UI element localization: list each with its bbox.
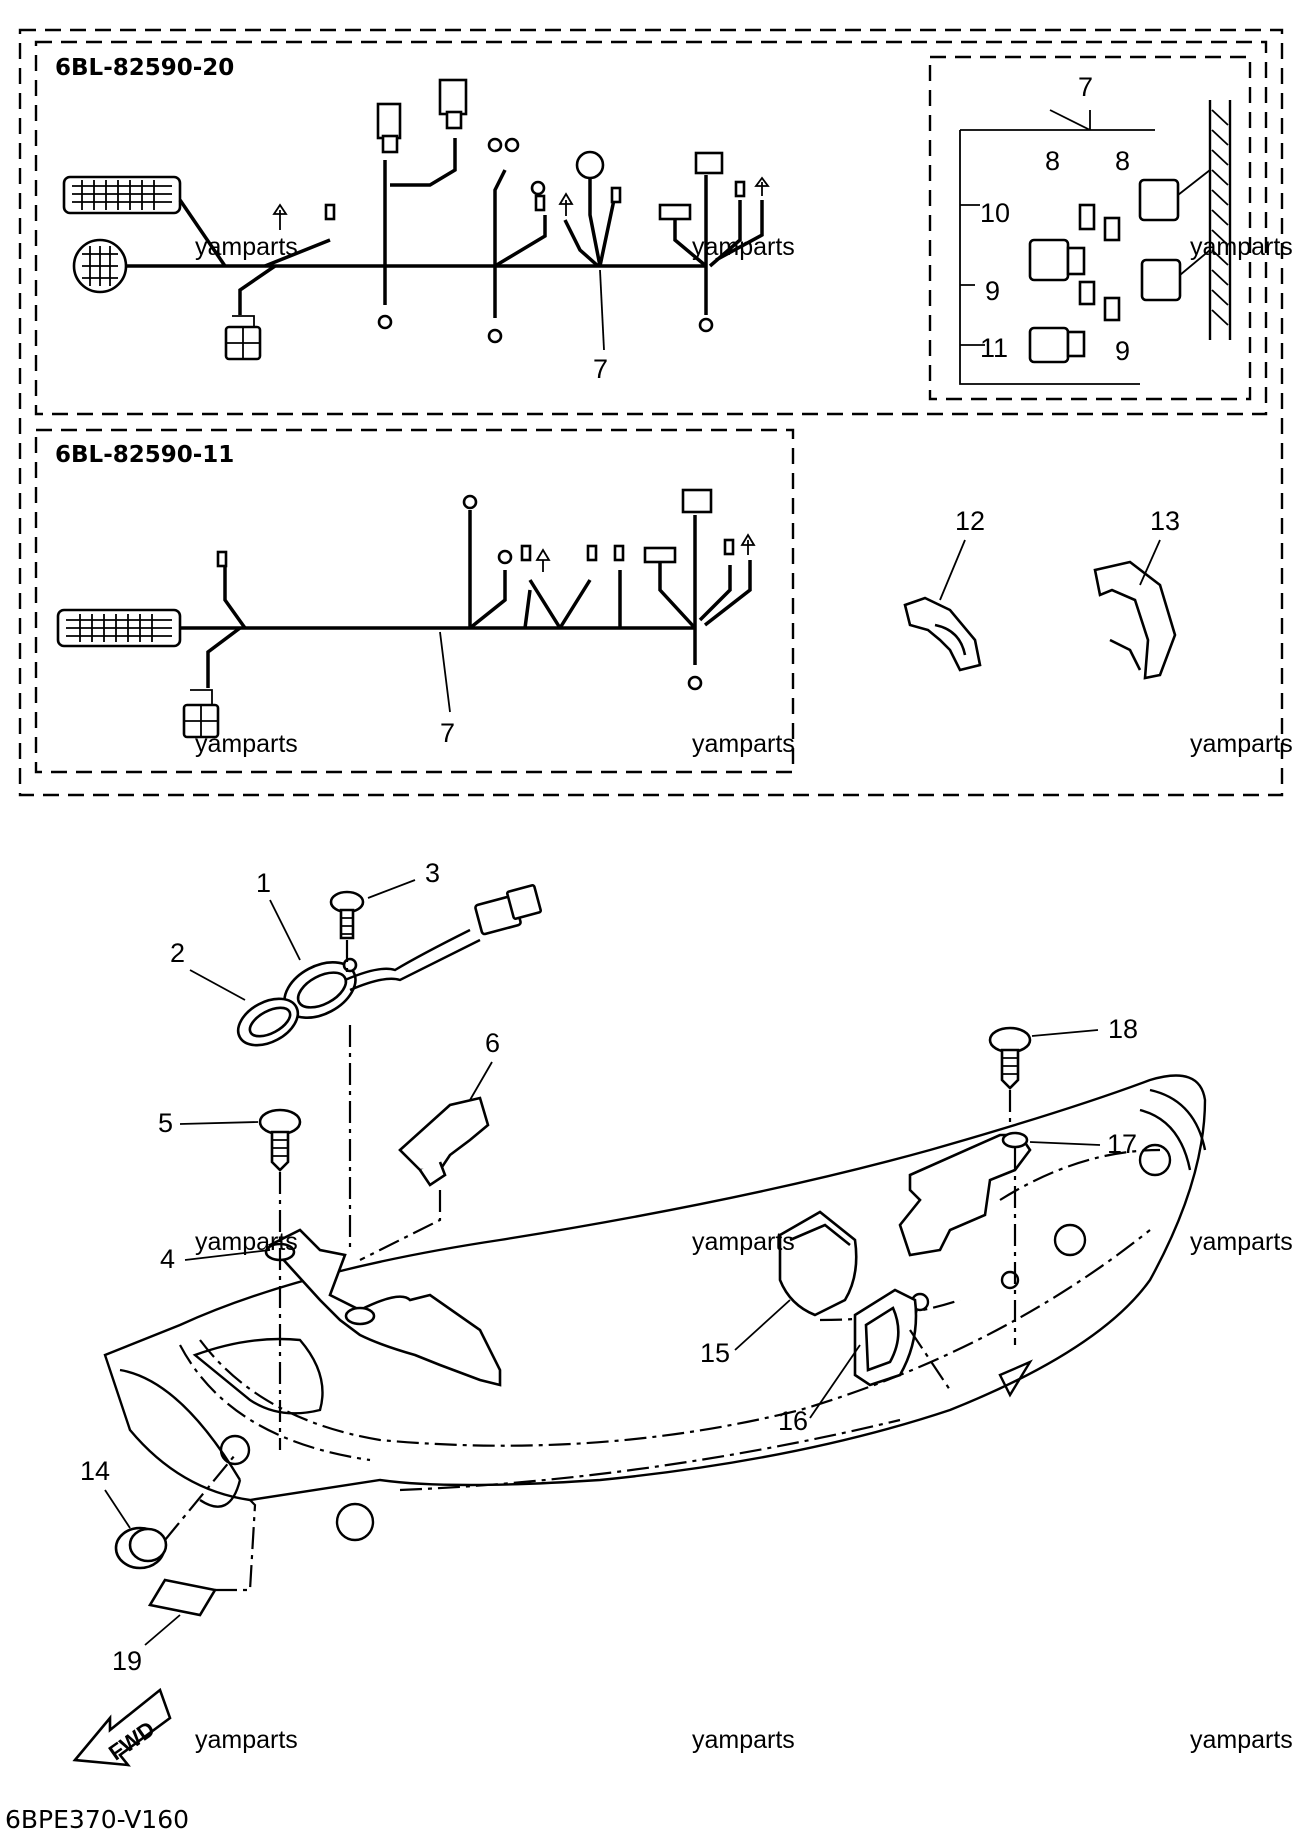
callout-3: 3 [425,858,440,888]
watermark-9: yamparts [1190,1228,1293,1256]
clip-13 [1093,560,1177,680]
wire-harness-20 [62,78,770,361]
callout-18: 18 [1108,1014,1138,1044]
watermark-7: yamparts [195,1228,298,1256]
callout-13: 13 [1150,506,1180,536]
callout-8-b: 8 [1115,146,1130,176]
screw-3 [329,890,365,940]
fwd-arrow: FWD [72,1687,172,1767]
callout-19: 19 [112,1646,142,1676]
watermark-1: yamparts [195,233,298,261]
callout-11: 11 [980,333,1008,363]
callout-9-b: 9 [1115,336,1130,366]
wire-harness-11 [56,488,756,739]
connector-detail-frame [928,55,1252,401]
callout-15: 15 [700,1338,730,1368]
watermark-4: yamparts [195,730,298,758]
callout-5: 5 [158,1108,173,1138]
clip-12 [903,596,982,672]
rubber-seal [236,997,300,1047]
callout-1: 1 [256,868,271,898]
bottom-cowling [103,1074,1207,1542]
watermark-3: yamparts [1190,233,1293,261]
callout-10: 10 [980,198,1010,228]
callout-2: 2 [170,938,185,968]
callout-17: 17 [1107,1129,1137,1159]
callout-14: 14 [80,1456,110,1486]
callout-8-a: 8 [1045,146,1060,176]
callout-7-upper: 7 [593,354,608,384]
screw-18 [988,1026,1032,1090]
outer-dashed-frame [18,28,1284,797]
callout-4: 4 [160,1244,175,1274]
harness-code-11: 6BL-82590-11 [55,442,234,468]
watermark-11: yamparts [692,1726,795,1754]
watermark-12: yamparts [1190,1726,1293,1754]
callout-7-detail: 7 [1078,72,1093,102]
harness-clip-6 [398,1096,490,1187]
callout-9-a: 9 [985,276,1000,306]
label-sticker-19 [147,1578,218,1617]
bracket-4 [264,1228,502,1387]
harness-grommet [283,884,542,1020]
callout-12: 12 [955,506,985,536]
plug-14 [114,1526,168,1570]
watermark-8: yamparts [692,1228,795,1256]
seal-16 [853,1288,918,1387]
footer-code: 6BPE370-V160 [5,1805,189,1834]
callout-7-lower: 7 [440,718,455,748]
watermark-5: yamparts [692,730,795,758]
watermark-2: yamparts [692,233,795,261]
harness-code-20: 6BL-82590-20 [55,55,234,81]
harness-11-frame [34,428,795,774]
harness-20-frame [34,40,1268,416]
connector-detail [959,100,1232,385]
callout-16: 16 [778,1406,808,1436]
rubber-pad-15 [778,1210,858,1317]
bracket-17 [898,1131,1032,1257]
callout-6: 6 [485,1028,500,1058]
watermark-6: yamparts [1190,730,1293,758]
screw-5 [258,1108,302,1172]
watermark-10: yamparts [195,1726,298,1754]
